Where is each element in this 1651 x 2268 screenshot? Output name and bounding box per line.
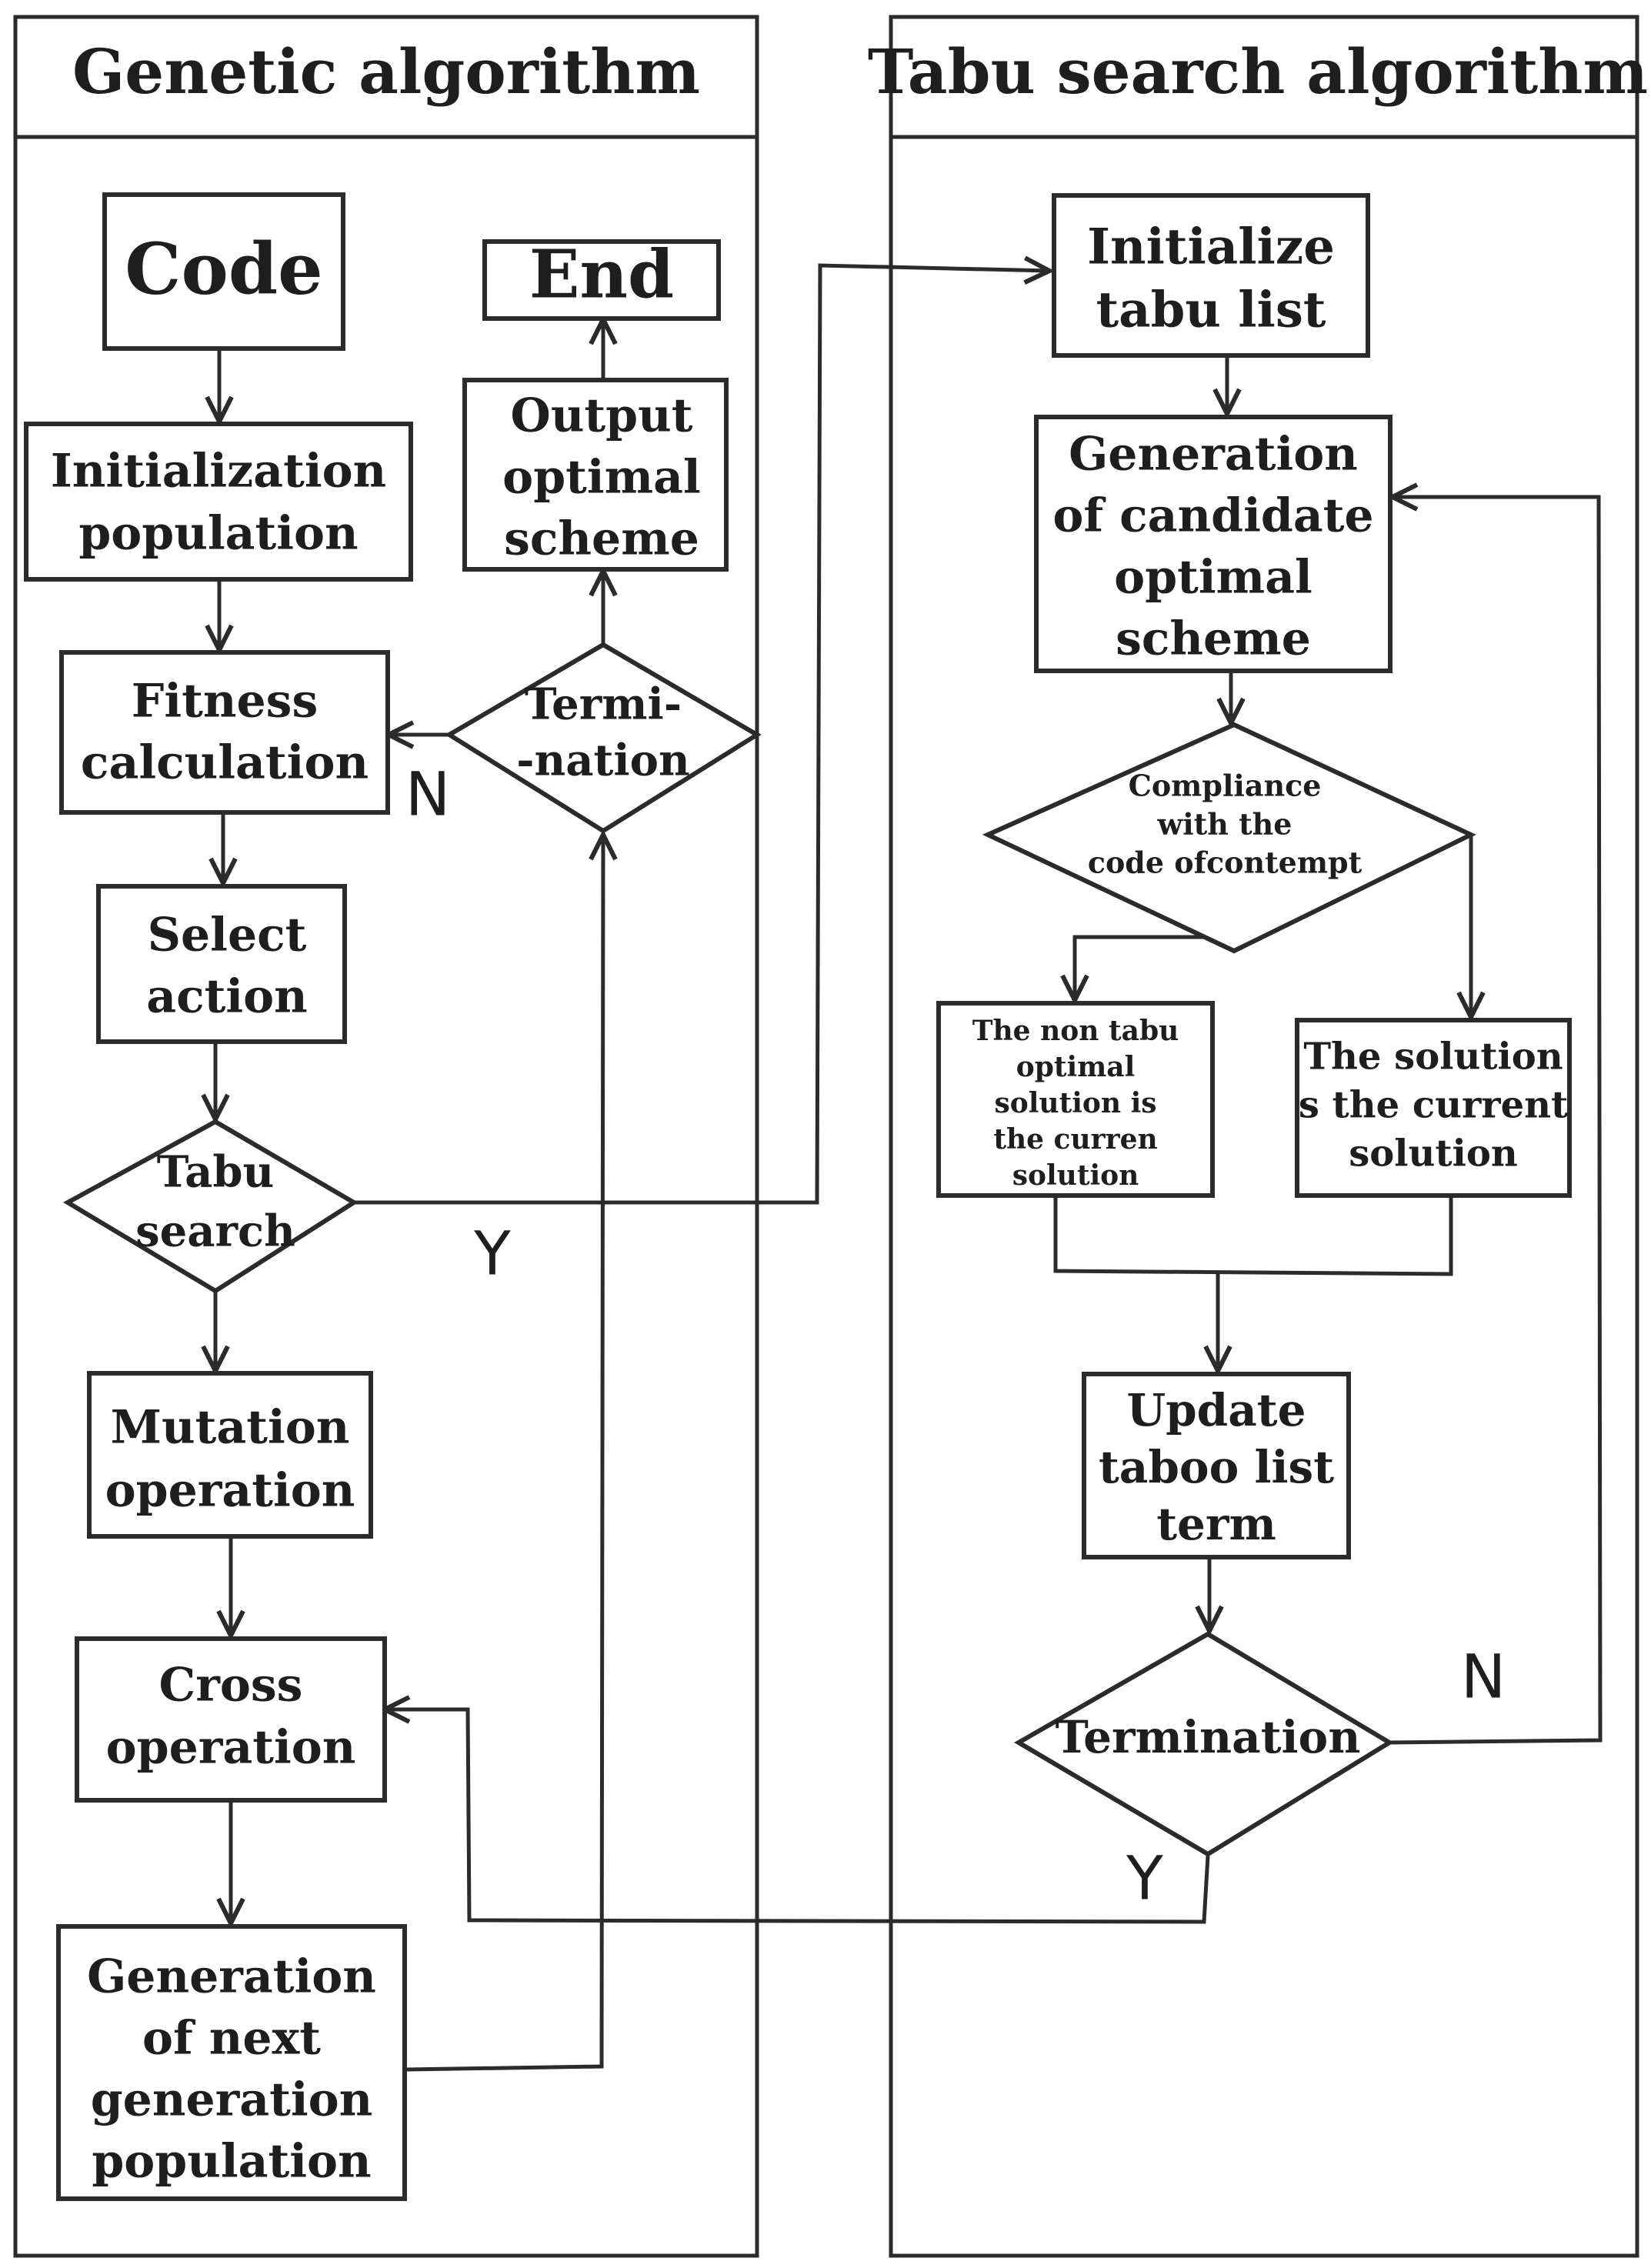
end-label: End <box>529 236 674 314</box>
compliance-diamond: Compliance with the code ofcontempt <box>982 722 1476 954</box>
next-gen-line-3: generation <box>91 2073 373 2127</box>
ts-y-label: Y <box>1126 1844 1163 1913</box>
mutation-box: Mutation operation <box>87 1371 373 1539</box>
end-box: End <box>482 236 721 321</box>
init-tabu-list-box: Initialize tabu list <box>1052 193 1370 358</box>
init-pop-line-1: Initialization <box>51 445 387 499</box>
ga-termination-line-2: -nation <box>516 735 689 786</box>
ts-panel: Tabu search algorithm <box>868 15 1648 2258</box>
tabu-search-diamond: Tabu search <box>62 1119 359 1294</box>
output-line-2: optimal <box>502 451 701 505</box>
update-line-2: taboo list <box>1099 1441 1334 1493</box>
select-line-2: action <box>146 970 308 1024</box>
solution-line-3: solution <box>1349 1132 1518 1176</box>
code-box: Code <box>102 192 345 351</box>
ga-n-label: N <box>405 760 450 829</box>
candidate-line-4: scheme <box>1116 612 1311 666</box>
fitness-box: Fitness calculation <box>59 650 390 815</box>
init-population-box: Initialization population <box>24 422 413 582</box>
select-line-1: Select <box>148 909 307 962</box>
init-pop-line-2: population <box>78 507 358 561</box>
tabu-decision-line-1: Tabu <box>157 1147 274 1198</box>
non-tabu-line-5: solution <box>1012 1159 1139 1192</box>
solution-line-1: The solution <box>1303 1036 1563 1079</box>
update-taboo-box: Update taboo list term <box>1082 1372 1351 1559</box>
current-solution-box: The solution s the current solution <box>1295 1018 1572 1198</box>
merge-line <box>1053 1197 1453 1276</box>
candidate-line-3: optimal <box>1114 551 1312 605</box>
arrow-tabu-to-init-tabu-list <box>354 265 1049 1205</box>
compliance-line-3: code ofcontempt <box>1088 845 1362 880</box>
update-line-1: Update <box>1127 1384 1306 1436</box>
candidate-line-2: of candidate <box>1052 489 1373 543</box>
next-gen-line-2: of next <box>142 2012 321 2066</box>
output-line-3: scheme <box>504 512 699 566</box>
cross-box: Cross operation <box>75 1636 387 1803</box>
tabu-decision-line-2: search <box>135 1206 295 1257</box>
arrow-termination-to-candidate <box>1389 497 1603 1745</box>
arrow-nextgen-to-termination <box>405 835 603 2072</box>
init-tabu-line-2: tabu list <box>1096 282 1326 339</box>
compliance-line-2: with the <box>1157 807 1292 842</box>
output-line-1: Output <box>511 389 693 443</box>
ts-n-label: N <box>1461 1643 1506 1712</box>
ts-title: Tabu search algorithm <box>868 35 1648 108</box>
arrow-compliance-to-non-tabu <box>1075 935 1204 1000</box>
non-tabu-solution-box: The non tabu optimal solution is the cur… <box>936 1001 1215 1198</box>
update-line-3: term <box>1156 1498 1276 1550</box>
mutation-line-2: operation <box>105 1464 355 1518</box>
code-label: Code <box>125 228 322 311</box>
non-tabu-line-1: The non tabu <box>972 1015 1179 1047</box>
ts-termination-diamond: Termination <box>1014 1631 1394 1857</box>
ga-panel: Genetic algorithm <box>13 15 759 2258</box>
non-tabu-line-3: solution is <box>994 1087 1156 1119</box>
init-tabu-line-1: Initialize <box>1087 218 1335 276</box>
next-gen-line-1: Generation <box>87 1950 376 2004</box>
fitness-line-2: calculation <box>81 736 369 790</box>
select-box: Select action <box>96 884 347 1044</box>
output-box: Output optimal scheme <box>462 378 729 572</box>
next-generation-box: Generation of next generation population <box>56 1924 407 2201</box>
ga-title: Genetic algorithm <box>72 35 700 108</box>
compliance-line-1: Compliance <box>1129 769 1322 803</box>
non-tabu-line-2: optimal <box>1016 1051 1136 1083</box>
connectors <box>215 265 1603 2072</box>
candidate-scheme-box: Generation of candidate optimal scheme <box>1034 415 1393 673</box>
ga-termination-diamond: Termi- -nation <box>445 642 762 834</box>
mutation-line-1: Mutation <box>111 1401 350 1455</box>
next-gen-line-4: population <box>92 2135 371 2189</box>
arrow-termination-to-cross <box>385 1709 1210 1924</box>
ga-y-label: Y <box>473 1219 511 1289</box>
non-tabu-line-4: the curren <box>993 1123 1157 1156</box>
cross-line-1: Cross <box>159 1659 303 1713</box>
solution-line-2: s the current <box>1299 1084 1568 1127</box>
fitness-line-1: Fitness <box>132 675 318 729</box>
ga-termination-line-1: Termi- <box>525 679 682 730</box>
candidate-line-1: Generation <box>1069 428 1358 482</box>
cross-line-2: operation <box>106 1721 356 1775</box>
ts-termination-label: Termination <box>1056 1711 1361 1763</box>
